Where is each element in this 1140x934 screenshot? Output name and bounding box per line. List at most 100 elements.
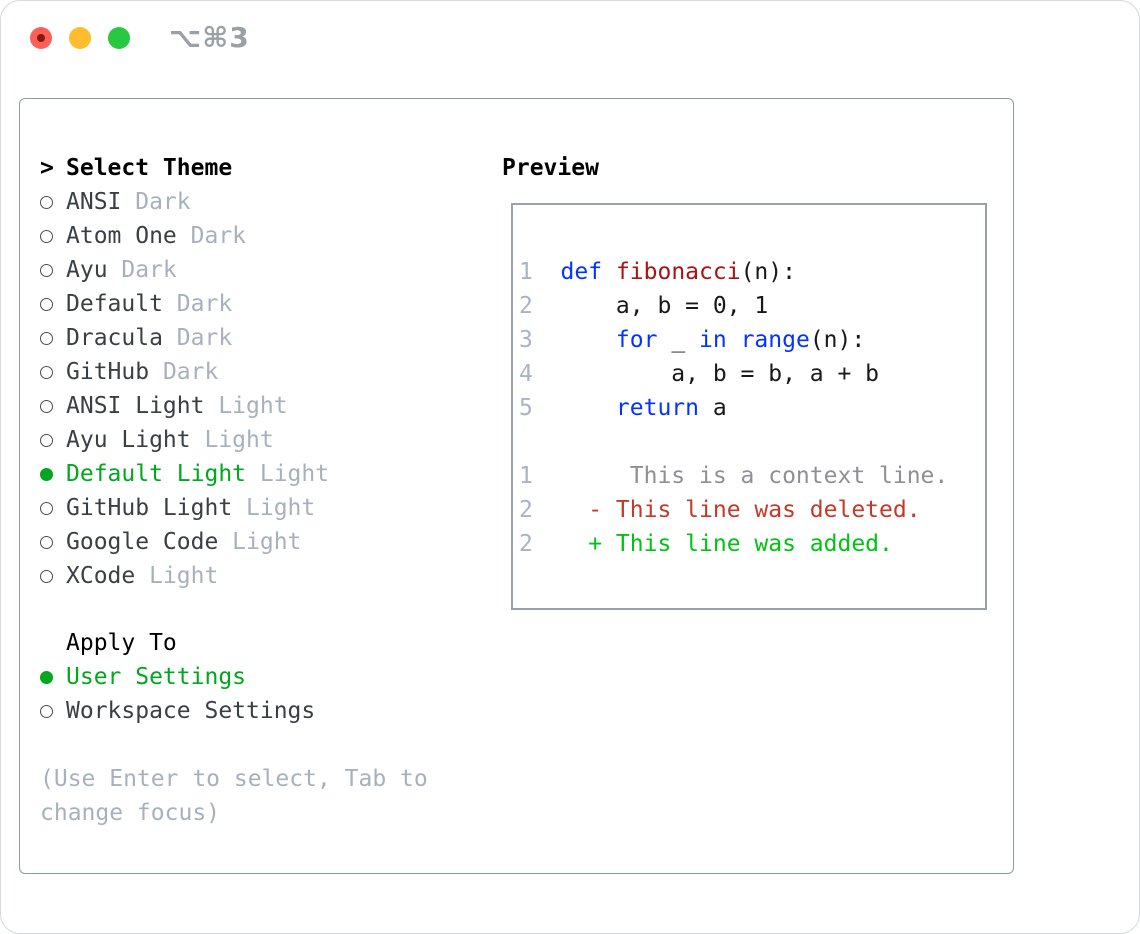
theme-name: GitHub — [66, 359, 150, 385]
theme-option[interactable]: Ayu Dark — [40, 253, 329, 287]
close-button-dot-icon — [37, 34, 45, 42]
apply-to-option[interactable]: User Settings — [40, 660, 315, 694]
theme-option[interactable]: ANSI Light Light — [40, 389, 329, 423]
radio-icon — [40, 569, 53, 583]
line-number: 4 — [519, 361, 533, 387]
code-content: a, b = b, a + b — [560, 361, 880, 387]
apply-option-marker — [40, 670, 66, 684]
code-line: 1 def fibonacci(n): — [519, 255, 985, 289]
theme-variant: Dark — [135, 189, 191, 215]
theme-option-marker — [40, 569, 66, 583]
theme-variant: Light — [259, 461, 330, 487]
theme-option-marker — [40, 433, 66, 447]
theme-name: Google Code — [66, 529, 219, 555]
code-line — [519, 425, 985, 459]
theme-option[interactable]: Atom One Dark — [40, 219, 329, 253]
apply-option-label: User Settings — [66, 664, 247, 690]
code-content: a, b = 0, 1 — [560, 293, 769, 319]
theme-option[interactable]: ANSI Dark — [40, 185, 329, 219]
code-line: 2 + This line was added. — [519, 527, 985, 561]
code-line: 2 a, b = 0, 1 — [519, 289, 985, 323]
line-number: 2 — [519, 293, 533, 319]
select-theme-header: > Select Theme — [40, 151, 329, 185]
radio-icon — [40, 535, 53, 549]
apply-to-option[interactable]: Workspace Settings — [40, 694, 315, 728]
theme-variant: Dark — [121, 257, 177, 283]
code-content: for _ in range(n): — [615, 327, 866, 353]
code-content: def fibonacci(n): — [560, 259, 796, 285]
theme-option[interactable]: Google Code Light — [40, 525, 329, 559]
theme-option[interactable]: Default Dark — [40, 287, 329, 321]
code-line: 1 This is a context line. — [519, 459, 985, 493]
theme-option-marker — [40, 399, 66, 413]
theme-option-marker — [40, 331, 66, 345]
line-number: 2 — [519, 531, 533, 557]
theme-option-marker — [40, 535, 66, 549]
theme-name: Dracula — [66, 325, 163, 351]
code-line: 5 return a — [519, 391, 985, 425]
theme-variant: Light — [204, 427, 274, 453]
theme-variant: Dark — [162, 359, 219, 385]
theme-option[interactable]: Ayu Light Light — [40, 423, 329, 457]
line-number: 5 — [519, 395, 533, 421]
select-theme-title: Select Theme — [66, 155, 233, 181]
theme-option[interactable]: Dracula Dark — [40, 321, 329, 355]
theme-option[interactable]: XCode Light — [40, 559, 329, 593]
theme-variant: Light — [246, 495, 316, 521]
theme-variant: Dark — [176, 325, 233, 351]
radio-icon — [40, 467, 53, 481]
theme-name: Ayu — [66, 257, 108, 283]
theme-list: > Select Theme ANSI Dark Atom One Dark A… — [40, 151, 329, 593]
line-number: 1 — [519, 259, 533, 285]
line-number: 1 — [519, 463, 533, 489]
radio-icon — [40, 297, 53, 311]
theme-name: Atom One — [66, 223, 177, 249]
theme-variant: Light — [149, 563, 219, 589]
theme-option-marker — [40, 195, 66, 209]
theme-picker-panel: > Select Theme ANSI Dark Atom One Dark A… — [19, 98, 1014, 874]
theme-option-marker — [40, 501, 66, 515]
radio-icon — [40, 331, 53, 345]
apply-to-section: Apply To User Settings Workspace Setting… — [40, 626, 315, 728]
theme-option-marker — [40, 467, 66, 481]
radio-icon — [40, 365, 53, 379]
maximize-button[interactable] — [108, 27, 130, 49]
close-button[interactable] — [30, 27, 52, 49]
radio-icon — [40, 195, 53, 209]
theme-name: Ayu Light — [66, 427, 191, 453]
theme-variant: Light — [232, 529, 302, 555]
code-line: 3 for _ in range(n): — [519, 323, 985, 357]
theme-variant: Light — [218, 393, 288, 419]
code-content: - This line was deleted. — [560, 497, 921, 523]
theme-option-marker — [40, 365, 66, 379]
traffic-lights — [30, 27, 130, 49]
theme-option[interactable]: Default Light Light — [40, 457, 329, 491]
theme-name: Default Light — [66, 461, 247, 487]
radio-icon — [40, 399, 53, 413]
theme-variant: Dark — [176, 291, 233, 317]
theme-option[interactable]: GitHub Dark — [40, 355, 329, 389]
window-shortcut-label: ⌥⌘3 — [169, 21, 250, 54]
theme-option-marker — [40, 297, 66, 311]
code-content: + This line was added. — [560, 531, 893, 557]
apply-option-label: Workspace Settings — [66, 698, 316, 724]
radio-icon — [40, 670, 53, 684]
code-line: 2 - This line was deleted. — [519, 493, 985, 527]
theme-option-marker — [40, 263, 66, 277]
radio-icon — [40, 704, 53, 718]
apply-to-title: Apply To — [66, 630, 177, 656]
theme-option[interactable]: GitHub Light Light — [40, 491, 329, 525]
theme-name: XCode — [66, 563, 136, 589]
preview-code-box: 1 def fibonacci(n): 2 a, b = 0, 1 3 for … — [511, 203, 987, 610]
theme-name: Default — [66, 291, 163, 317]
theme-name: ANSI Light — [66, 393, 205, 419]
radio-icon — [40, 433, 53, 447]
radio-icon — [40, 263, 53, 277]
apply-to-header: Apply To — [40, 626, 315, 660]
selection-cursor-icon: > — [40, 155, 54, 181]
keyboard-hint: (Use Enter to select, Tab to change focu… — [40, 766, 428, 826]
radio-icon — [40, 229, 53, 243]
line-number: 3 — [519, 327, 533, 353]
minimize-button[interactable] — [69, 27, 91, 49]
